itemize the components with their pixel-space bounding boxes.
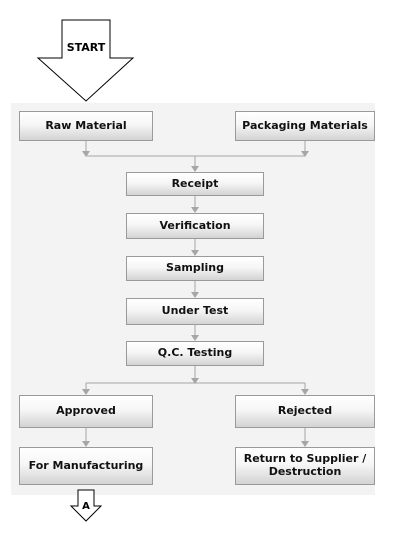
sampling-box: Sampling bbox=[126, 256, 264, 281]
continuation-label: A bbox=[82, 501, 90, 512]
verification-box: Verification bbox=[126, 213, 264, 239]
start-arrow-shape bbox=[36, 19, 135, 102]
rejected-box: Rejected bbox=[235, 395, 375, 428]
approved-box: Approved bbox=[19, 395, 153, 428]
under-test-box: Under Test bbox=[126, 298, 264, 325]
return-destruction-box: Return to Supplier / Destruction bbox=[235, 447, 375, 485]
for-manufacturing-box: For Manufacturing bbox=[19, 447, 153, 485]
start-label: START bbox=[66, 41, 106, 54]
return-line-2: Destruction bbox=[268, 465, 342, 478]
receipt-box: Receipt bbox=[126, 172, 264, 196]
packaging-materials-box: Packaging Materials bbox=[235, 111, 375, 141]
qc-testing-box: Q.C. Testing bbox=[126, 341, 264, 366]
continuation-arrow-shape bbox=[69, 489, 103, 522]
return-line-1: Return to Supplier / bbox=[243, 452, 367, 466]
raw-material-box: Raw Material bbox=[19, 111, 153, 141]
